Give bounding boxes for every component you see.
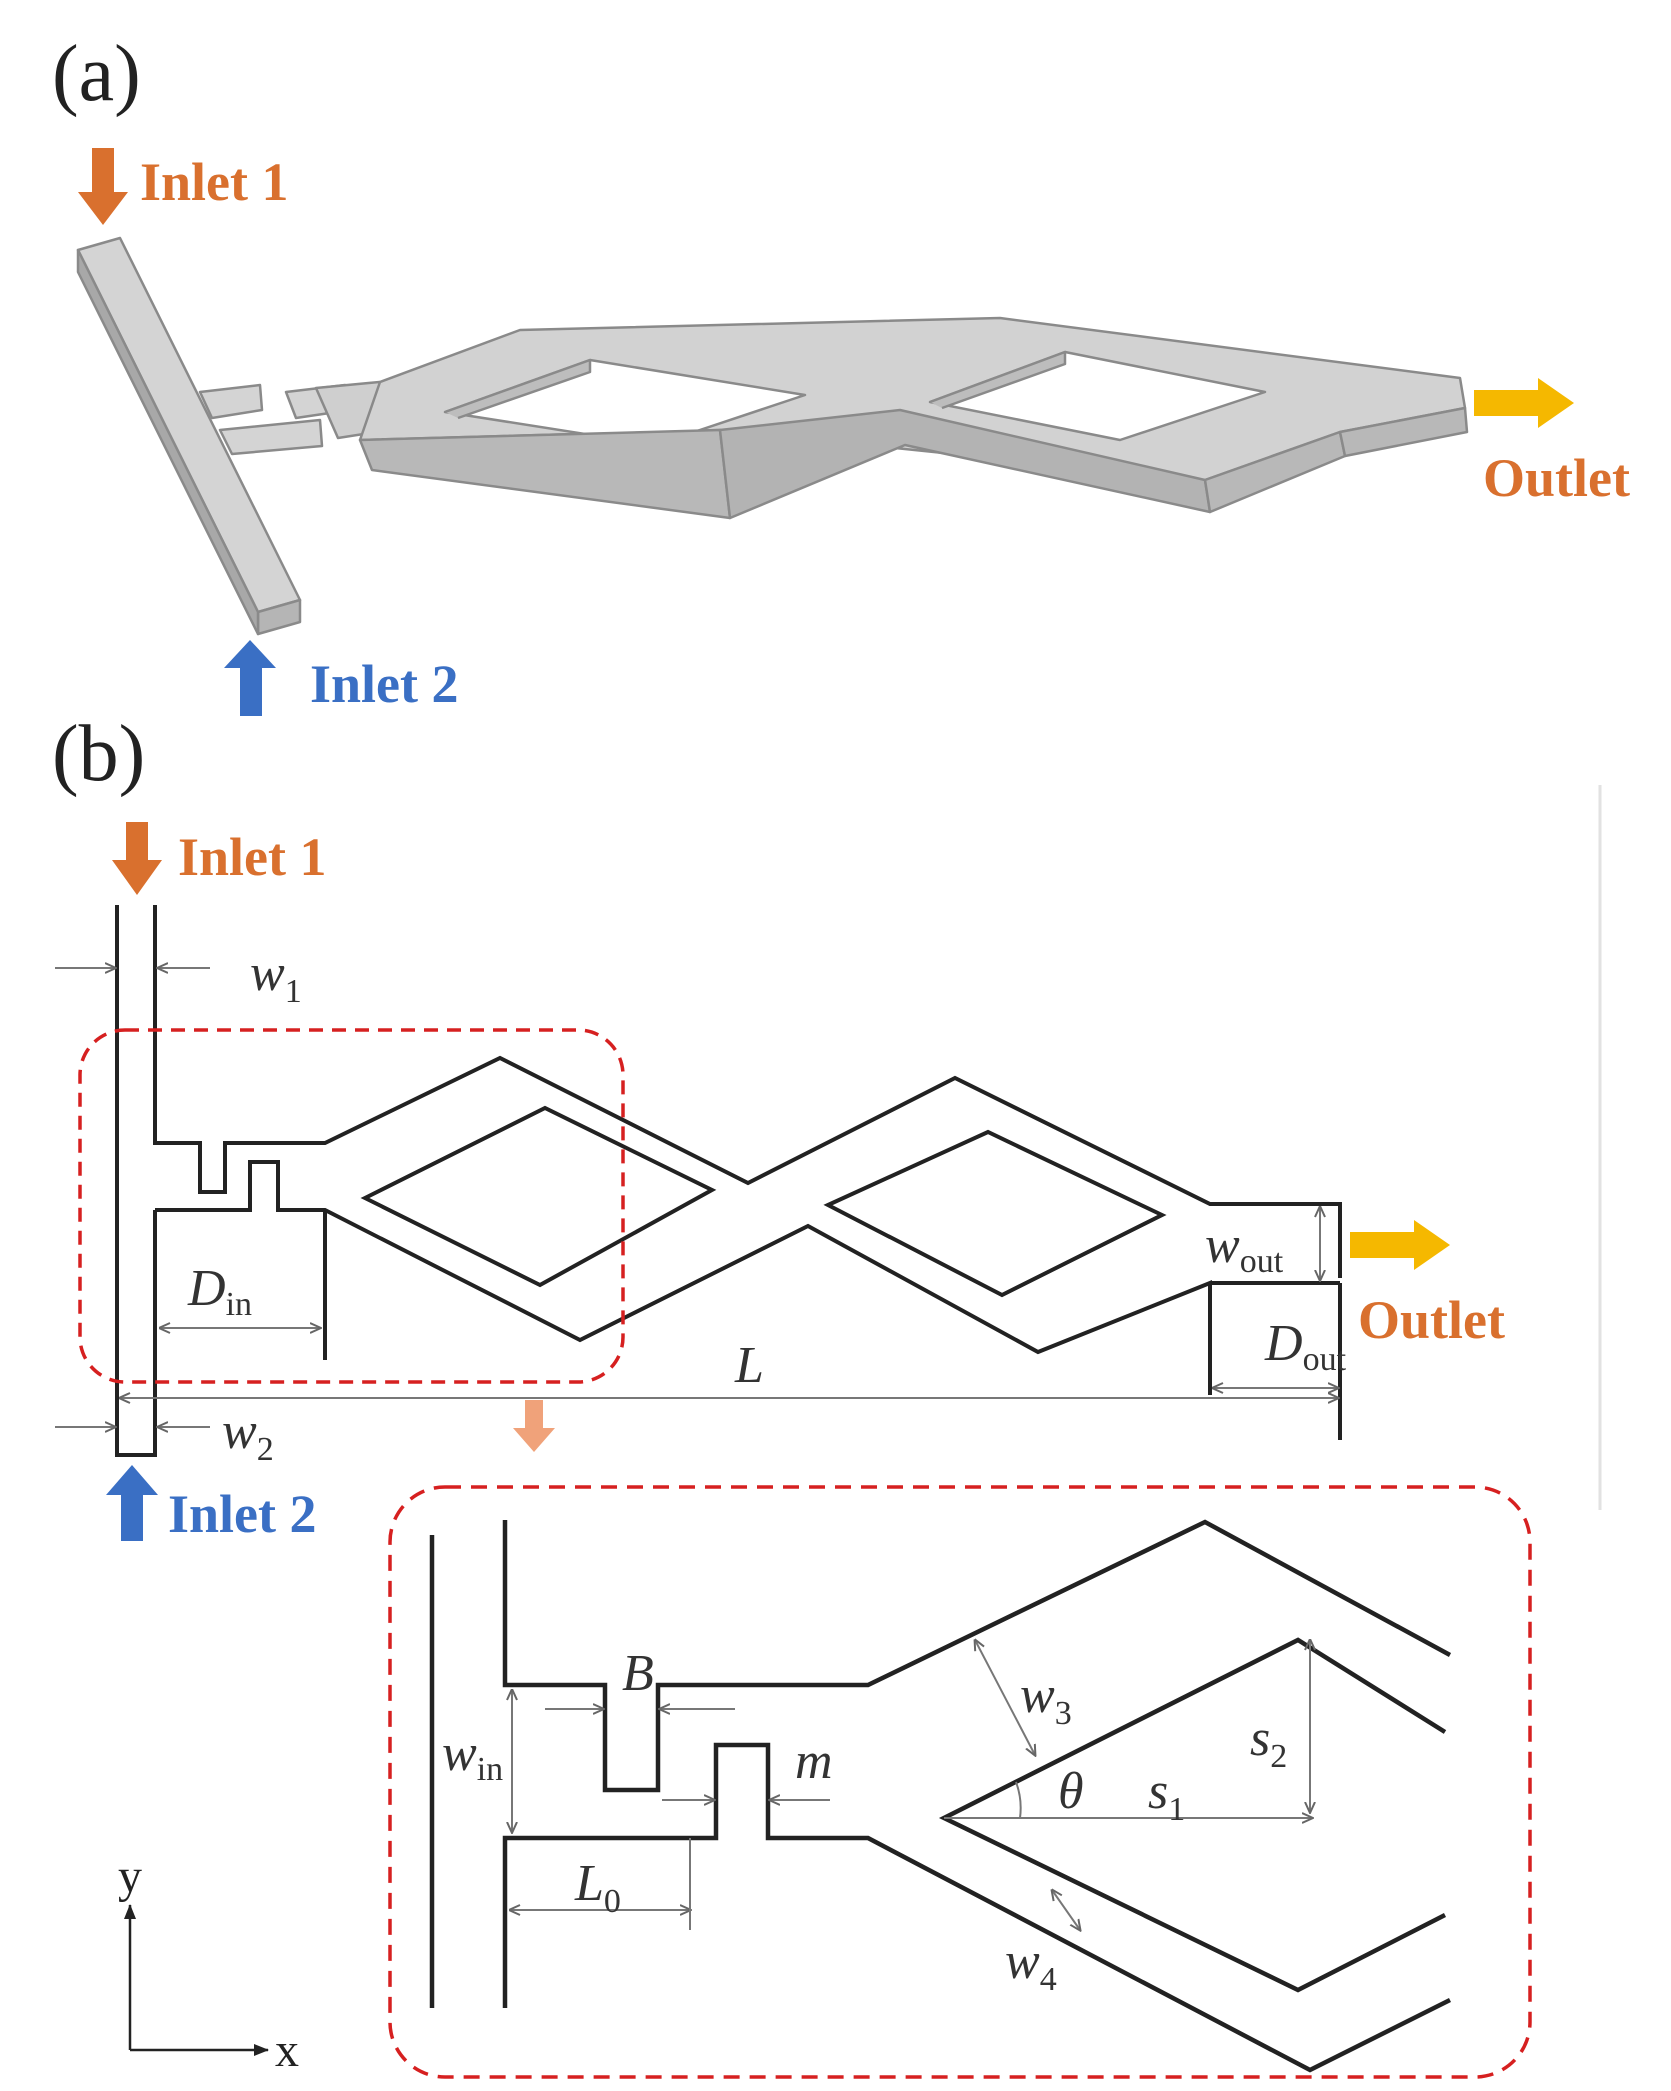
inlet2-label-b: Inlet 2 (168, 1484, 317, 1544)
panel-a: (a) (52, 30, 1630, 716)
inlet1-arrow-a (78, 148, 128, 225)
w2-label: w2 (222, 1403, 274, 1468)
theta-label: θ (1058, 1763, 1084, 1820)
outlet-label-a: Outlet (1483, 448, 1630, 508)
outlet-arrow-a (1474, 378, 1574, 428)
w4-label: w4 (1005, 1933, 1057, 1998)
inlet1-label-a: Inlet 1 (140, 152, 289, 212)
d-out-label: Dout (1264, 1315, 1347, 1378)
l-label: L (734, 1337, 764, 1394)
inlet2-arrow-b (106, 1465, 158, 1541)
outlet-label-b: Outlet (1358, 1290, 1505, 1350)
inlet2-label-a: Inlet 2 (310, 654, 459, 714)
inset-channel (429, 1519, 1452, 2073)
w-in-label: win (442, 1725, 503, 1788)
s2-label: s2 (1250, 1710, 1287, 1775)
dimension-lines (55, 968, 1338, 1427)
inlet1-label-b: Inlet 1 (178, 827, 327, 887)
d-in-label: Din (187, 1260, 252, 1323)
y-axis-label: y (118, 1850, 142, 1903)
x-axis-label: x (275, 2024, 299, 2077)
b-label: B (622, 1645, 654, 1702)
channel-2d (115, 905, 1342, 1457)
m-label: m (795, 1733, 833, 1790)
s1-label: s1 (1148, 1763, 1185, 1828)
zoom-region-box (78, 1028, 625, 1384)
w-out-label: wout (1205, 1217, 1284, 1280)
coordinate-axes: y x (118, 1850, 299, 2077)
inset-dimension-lines (510, 1640, 1312, 1930)
channel-3d (76, 236, 1469, 636)
inlet2-arrow-a (224, 640, 276, 716)
panel-a-label: (a) (52, 30, 141, 118)
w3-label: w3 (1020, 1667, 1072, 1732)
zoom-arrow (513, 1400, 555, 1452)
outlet-arrow-b (1350, 1220, 1450, 1270)
inlet1-arrow-b (112, 822, 162, 895)
w1-label: w1 (250, 945, 302, 1010)
l0-label: L0 (574, 1855, 621, 1920)
inset-box (388, 1485, 1532, 2079)
inset-detail: B win m w3 w4 θ s1 s2 L0 (388, 1485, 1532, 2079)
panel-b: (b) (52, 710, 1602, 1544)
panel-b-label: (b) (52, 710, 145, 798)
